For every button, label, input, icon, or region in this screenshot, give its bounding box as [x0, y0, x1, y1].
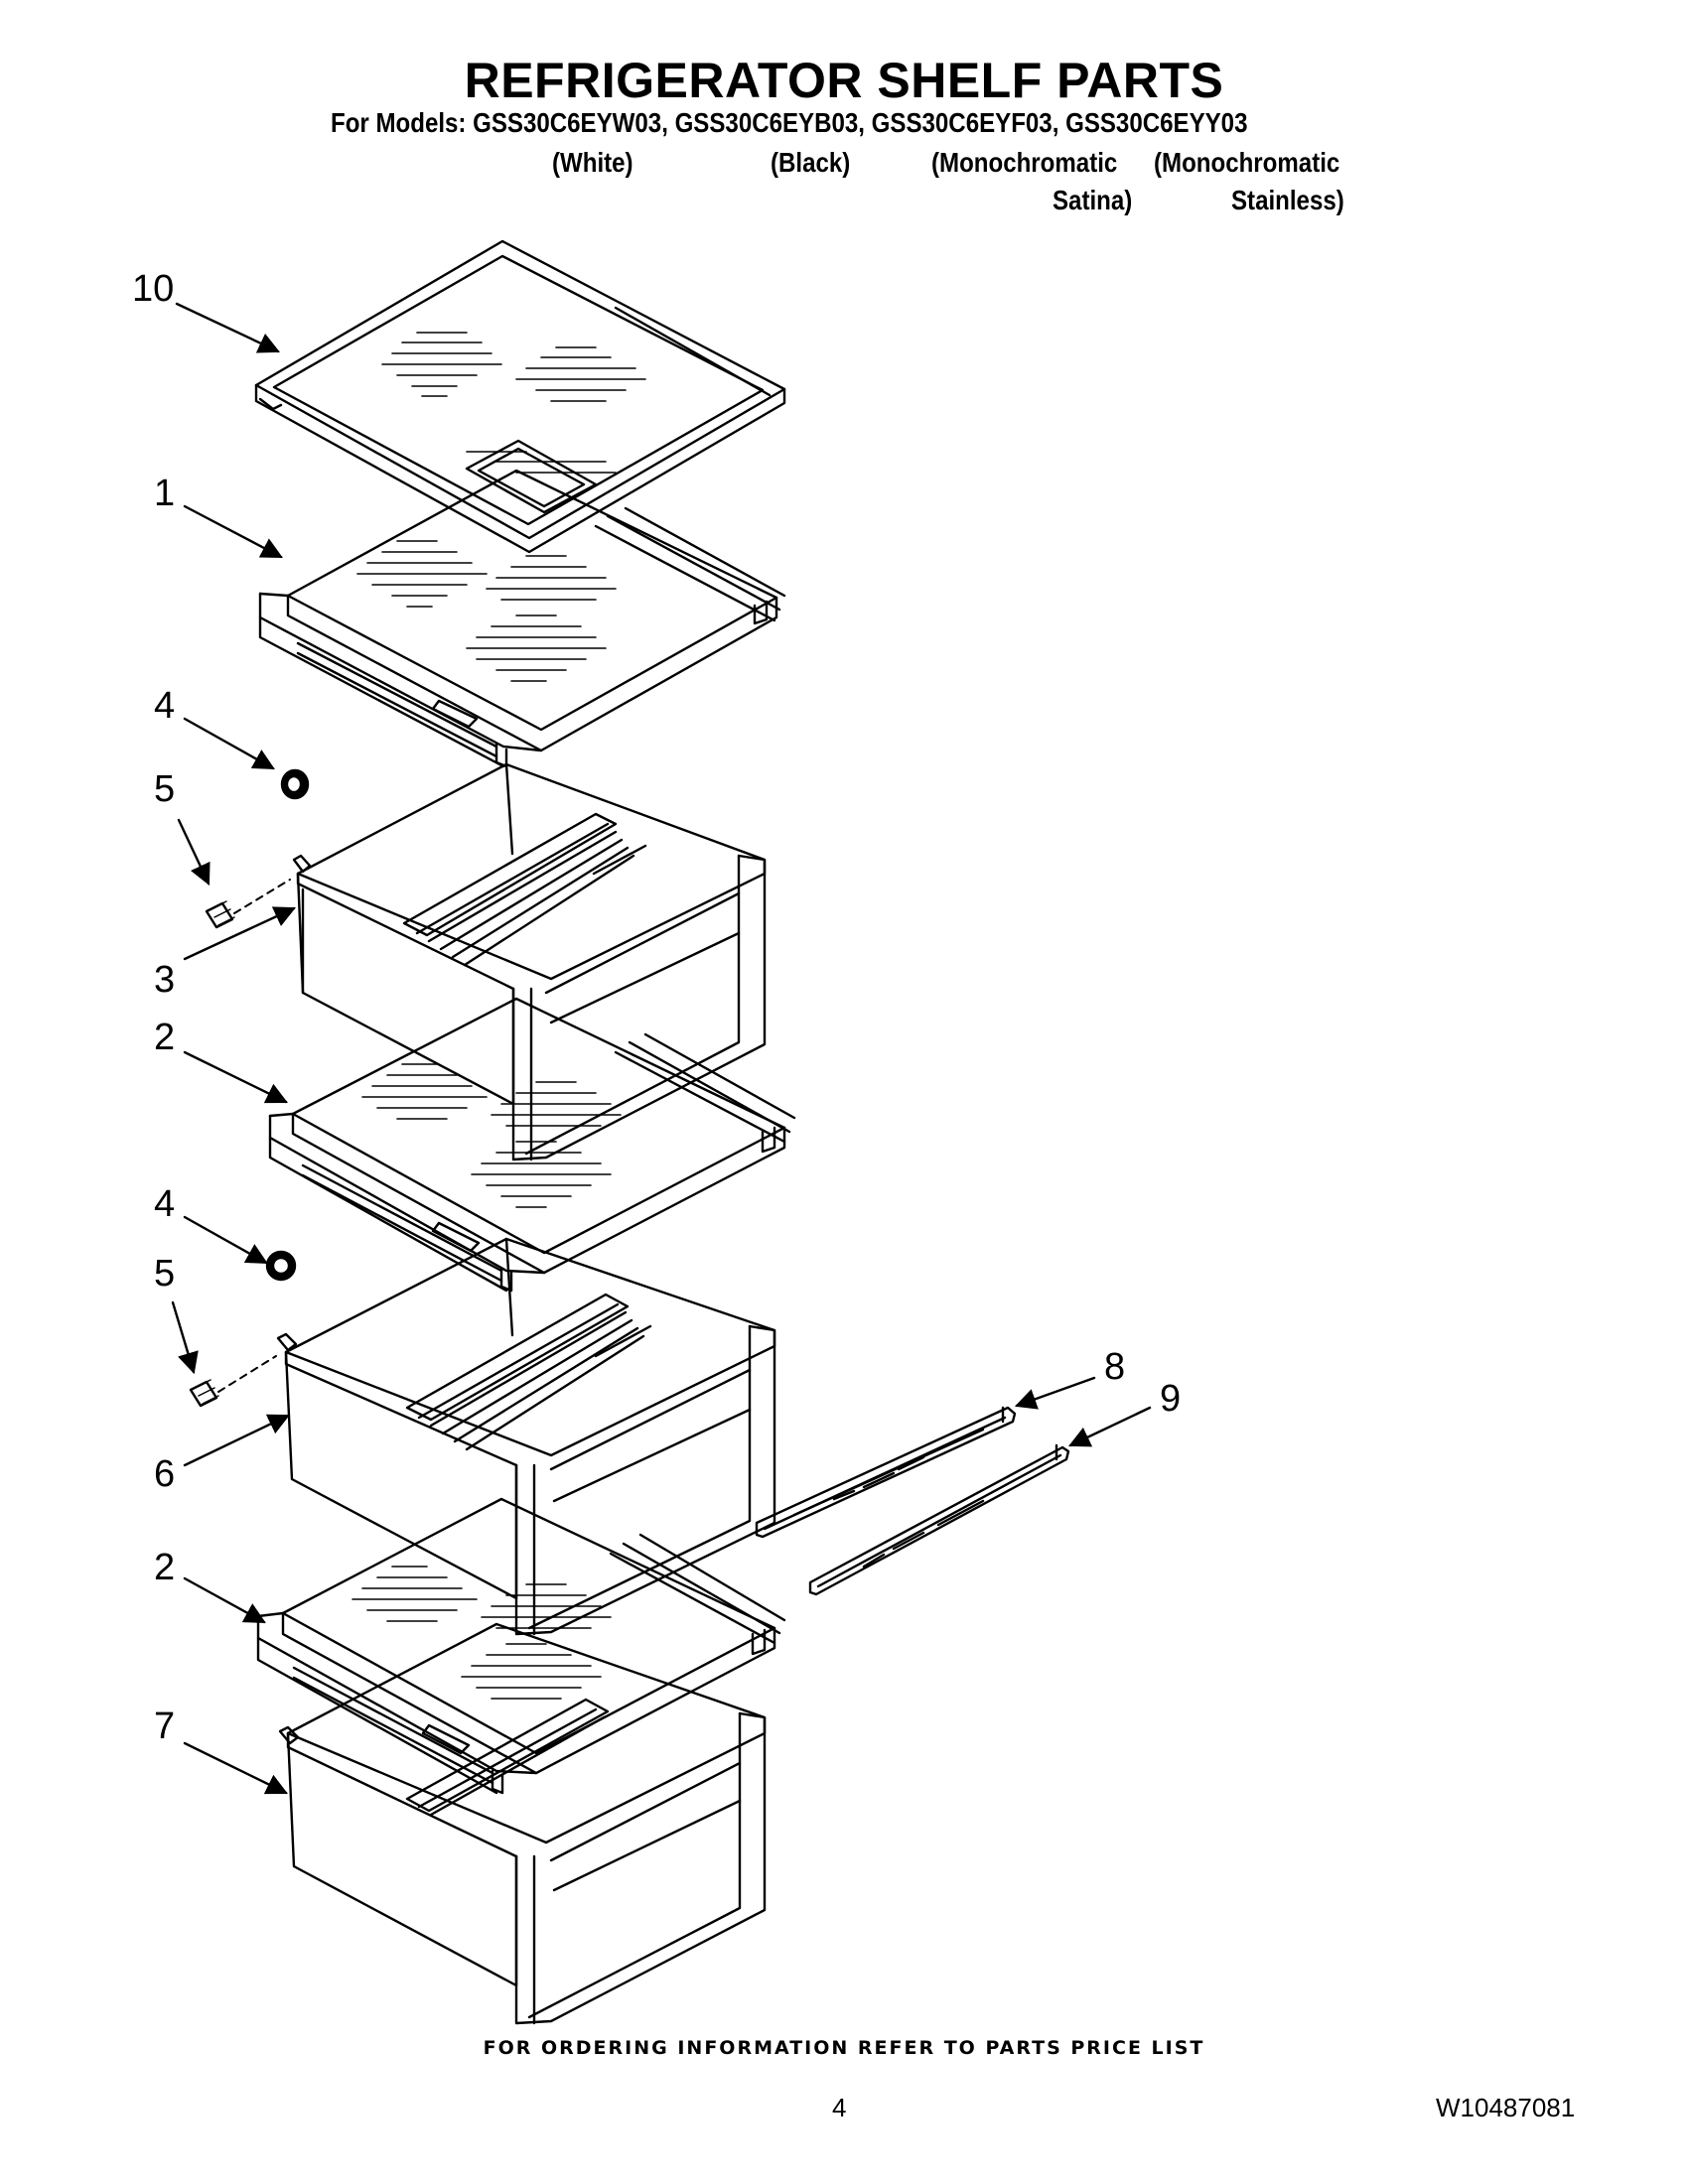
part-7-bottom-pan: [278, 1622, 767, 2025]
variant-white: (White): [552, 147, 633, 178]
part-5-pin-upper: [205, 879, 291, 929]
callout-9: 9: [1160, 1378, 1182, 1420]
callout-2-upper: 2: [154, 1017, 176, 1058]
variant-black: (Black): [771, 147, 851, 178]
callout-6: 6: [154, 1453, 176, 1495]
callout-4-lower: 4: [154, 1183, 176, 1225]
callout-2-lower: 2: [154, 1547, 176, 1588]
callout-arrows: [171, 302, 1152, 1795]
page-number: 4: [832, 2093, 847, 2122]
variant-satina-line2: Satina): [1053, 185, 1133, 215]
variant-stainless-line1: (Monochromatic: [1154, 147, 1340, 178]
variant-satina-line1: (Monochromatic: [931, 147, 1118, 178]
callout-4-upper: 4: [154, 685, 176, 727]
variant-stainless-line2: Stainless): [1231, 185, 1344, 215]
callout-8: 8: [1104, 1346, 1126, 1388]
part-4-roller-lower: [265, 1250, 297, 1282]
part-2-glass-shelf-upper: [268, 997, 796, 1293]
models-line: For Models: GSS30C6EYW03, GSS30C6EYB03, …: [331, 107, 1248, 138]
callout-10: 10: [132, 268, 175, 310]
part-2-glass-shelf-lower: [256, 1497, 786, 1795]
part-10-shelf-frame: [254, 239, 786, 554]
ordering-note: FOR ORDERING INFORMATION REFER TO PARTS …: [483, 2037, 1205, 2059]
document-number: W10487081: [1436, 2093, 1576, 2122]
page-title: REFRIGERATOR SHELF PARTS: [464, 53, 1224, 108]
part-8-slide-rail: [755, 1406, 1017, 1539]
part-9-slide-rail: [808, 1443, 1070, 1596]
callout-5-upper: 5: [154, 768, 176, 810]
callout-5-lower: 5: [154, 1253, 176, 1295]
part-3-crisper-upper: [292, 762, 767, 1161]
part-5-pin-lower: [189, 1355, 277, 1408]
part-1-glass-shelf: [258, 469, 786, 768]
callout-7: 7: [154, 1706, 176, 1747]
part-6-crisper-middle: [276, 1237, 776, 1636]
part-4-roller-upper: [280, 768, 310, 800]
callout-1: 1: [154, 473, 176, 514]
callout-3: 3: [154, 959, 176, 1001]
